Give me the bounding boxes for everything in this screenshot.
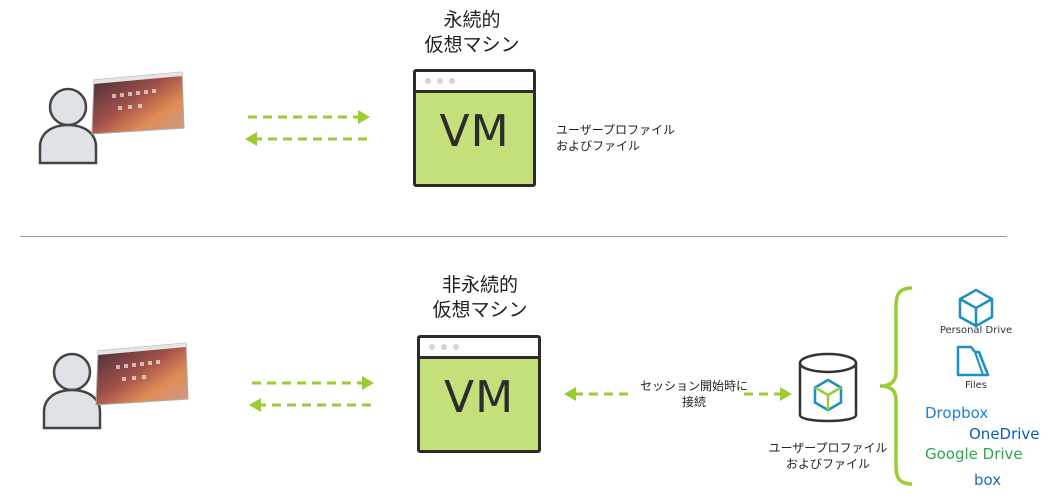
window-dot-icon <box>453 344 459 350</box>
persistent-section: 永続的 仮想マシン VM ユーザープロファイル およびファイル <box>0 0 1055 235</box>
connect-line1: セッション開始時に <box>639 379 748 393</box>
vm-label: VM <box>439 106 510 157</box>
window-dot-icon <box>425 78 431 84</box>
vm-window: VM <box>417 335 541 453</box>
window-dot-icon <box>449 78 455 84</box>
window-dot-icon <box>441 344 447 350</box>
onedrive-label: OneDrive <box>969 425 1040 443</box>
files-icon <box>956 345 990 377</box>
window-dot-icon <box>429 344 435 350</box>
user-icon <box>42 352 102 430</box>
non-persistent-vm-title: 非永続的 仮想マシン <box>380 273 580 323</box>
bidirectional-arrows <box>249 376 374 412</box>
storage-line2: およびファイル <box>785 457 870 471</box>
storage-caption: ユーザープロファイル およびファイル <box>768 440 888 472</box>
connect-line2: 接続 <box>681 395 706 409</box>
persistent-vm-title: 永続的 仮想マシン <box>372 8 572 58</box>
title-line2: 仮想マシン <box>432 299 528 321</box>
vm-window-titlebar <box>416 72 533 93</box>
non-persistent-section: 非永続的 仮想マシン VM セッション開始時に 接続 ユーザープロファイル <box>0 237 1055 501</box>
bidirectional-arrows <box>245 110 370 146</box>
caption-line1: ユーザープロファイル <box>556 123 676 137</box>
window-dot-icon <box>437 78 443 84</box>
user-icon <box>38 87 98 165</box>
caption-line2: およびファイル <box>556 139 641 153</box>
personal-drive-icon <box>958 288 994 328</box>
google-drive-label: Google Drive <box>925 445 1023 463</box>
section-divider <box>20 236 1007 237</box>
title-line2: 仮想マシン <box>424 34 520 56</box>
title-line1: 非永続的 <box>441 274 518 296</box>
title-line1: 永続的 <box>443 9 501 31</box>
box-label: box <box>974 471 1002 489</box>
desktop-screen-thumbnail <box>91 71 185 135</box>
profile-caption: ユーザープロファイル およびファイル <box>556 122 675 154</box>
vm-window-titlebar <box>420 338 538 359</box>
storage-line1: ユーザープロファイル <box>768 441 888 455</box>
vm-window: VM <box>413 69 536 187</box>
files-label: Files <box>965 380 987 391</box>
desktop-screen-thumbnail <box>95 342 189 406</box>
dropbox-label: Dropbox <box>925 404 989 422</box>
personal-drive-label: Personal Drive <box>939 325 1013 336</box>
vm-label: VM <box>443 372 515 423</box>
session-connect-arrow <box>564 387 792 401</box>
session-connect-caption: セッション開始時に 接続 <box>634 378 754 410</box>
storage-database-icon <box>798 352 858 423</box>
grouping-brace <box>879 286 913 486</box>
